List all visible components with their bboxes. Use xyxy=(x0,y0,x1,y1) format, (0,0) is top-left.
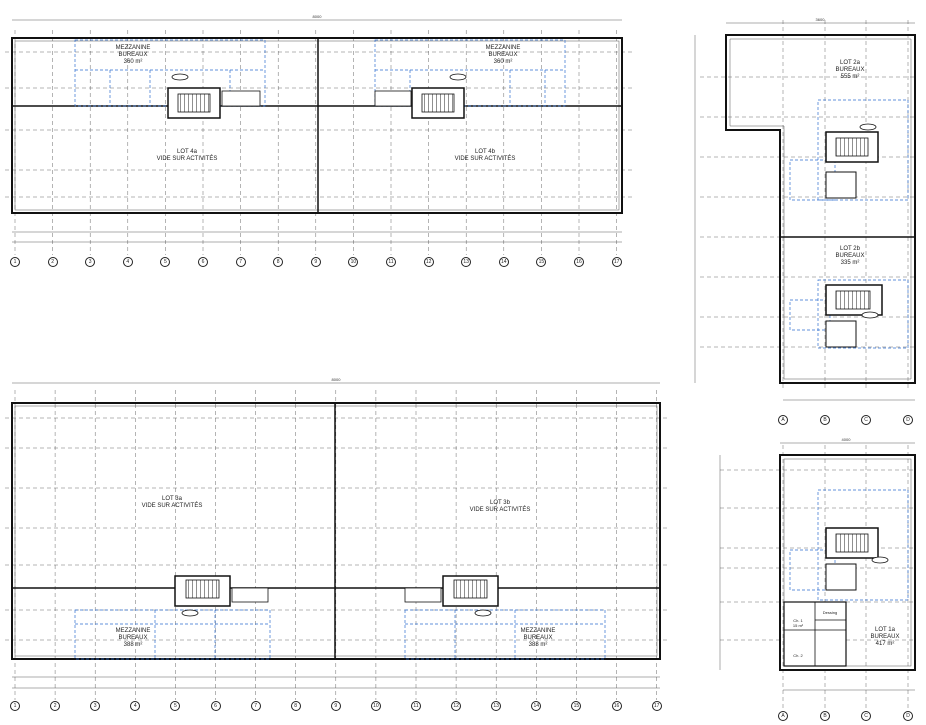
lot2a-label: LOT 2a BUREAUX 555 m² xyxy=(835,60,864,81)
lot3-axis-17: 17 xyxy=(651,701,662,711)
plan-lot1 xyxy=(719,442,916,712)
lot4-axis-7: 7 xyxy=(235,257,246,267)
lot4-mezz-b-sub: BUREAUX xyxy=(488,52,518,58)
lot1-width-dimension: 4000 xyxy=(841,437,851,442)
plan-lot2 xyxy=(694,20,916,401)
lot4-mezz-a-area: 360 m² xyxy=(123,59,143,65)
lot2b-sub: BUREAUX xyxy=(835,253,865,259)
lot4-mezz-a-title: MEZZANINE xyxy=(115,45,151,51)
lot1-axis-C: C xyxy=(861,711,871,721)
lot4-axis-16: 16 xyxy=(574,257,584,267)
lot2-width-dimension: 3600 xyxy=(815,17,825,22)
lot2a-sub: BUREAUX xyxy=(835,67,865,73)
lot3-axis-4: 4 xyxy=(130,701,141,711)
lot3a-sub: VIDE SUR ACTIVITÉS xyxy=(141,503,203,509)
lot3b-title: LOT 3b xyxy=(490,500,510,506)
lot4-axis-3: 3 xyxy=(85,257,96,267)
lot2b-label: LOT 2b BUREAUX 335 m² xyxy=(835,246,864,267)
lot3b-label: LOT 3b VIDE SUR ACTIVITÉS xyxy=(470,500,531,514)
lot1-axis-D: D xyxy=(903,711,913,721)
room-ch1-name: Ch. 1 xyxy=(793,618,803,623)
lot2a-title: LOT 2a xyxy=(840,60,860,66)
lot3-mezz-a-area: 388 m² xyxy=(123,642,143,648)
lot3-axis-7: 7 xyxy=(250,701,261,711)
lot4-mezz-a-sub: BUREAUX xyxy=(118,52,148,58)
lot3-mezz-a-sub: BUREAUX xyxy=(118,635,148,641)
room-dessing-label: Dessing xyxy=(823,610,837,615)
lot3-axis-3: 3 xyxy=(90,701,101,711)
room-ch1-area: 15 m² xyxy=(792,623,804,628)
room-ch1-label: Ch. 1 15 m² xyxy=(793,618,803,628)
lot4b-title: LOT 4b xyxy=(475,149,495,155)
lot3a-label: LOT 3a VIDE SUR ACTIVITÉS xyxy=(142,496,203,510)
lot1a-label: LOT 1a BUREAUX 417 m² xyxy=(870,627,899,648)
lot3-axis-16: 16 xyxy=(611,701,622,711)
lot3-total-dimension: 8000 xyxy=(331,377,341,382)
lot3-axis-6: 6 xyxy=(210,701,221,711)
lot3-axis-11: 11 xyxy=(411,701,421,711)
lot2-axis-A: A xyxy=(778,415,788,425)
lot4-axis-2: 2 xyxy=(47,257,58,267)
lot4-axis-14: 14 xyxy=(498,257,509,267)
lot4-mezz-b-area: 360 m² xyxy=(493,59,513,65)
lot3-axis-8: 8 xyxy=(290,701,301,711)
lot4-axis-4: 4 xyxy=(122,257,133,267)
lot3-axis-9: 9 xyxy=(330,701,341,711)
lot3-axis-10: 10 xyxy=(370,701,381,711)
lot3-mezz-a-title: MEZZANINE xyxy=(115,628,151,634)
lot4-axis-13: 13 xyxy=(461,257,472,267)
lot1-axis-B: B xyxy=(820,711,830,721)
lot3-axis-15: 15 xyxy=(571,701,582,711)
lot4-axis-17: 17 xyxy=(611,257,622,267)
lot4-axis-10: 10 xyxy=(348,257,359,267)
lot4a-label: LOT 4a VIDE SUR ACTIVITÉS xyxy=(157,149,218,163)
lot4-axis-8: 8 xyxy=(273,257,284,267)
lot4-mezz-b-label: MEZZANINE BUREAUX 360 m² xyxy=(486,45,521,66)
lot2-axis-B: B xyxy=(820,415,830,425)
lot4b-sub: VIDE SUR ACTIVITÉS xyxy=(454,156,516,162)
lot1a-title: LOT 1a xyxy=(875,627,895,633)
lot1-axis-A: A xyxy=(778,711,788,721)
lot3b-sub: VIDE SUR ACTIVITÉS xyxy=(469,507,531,513)
lot2b-area: 335 m² xyxy=(840,260,860,266)
plan-lot4 xyxy=(5,19,632,255)
lot3-mezz-b-label: MEZZANINE BUREAUX 388 m² xyxy=(521,628,556,649)
lot4-axis-5: 5 xyxy=(160,257,171,267)
lot3-mezz-a-label: MEZZANINE BUREAUX 388 m² xyxy=(116,628,151,649)
lot1a-area: 417 m² xyxy=(875,641,895,647)
lot4b-label: LOT 4b VIDE SUR ACTIVITÉS xyxy=(455,149,516,163)
lot3-axis-2: 2 xyxy=(50,701,61,711)
room-dessing-name: Dessing xyxy=(822,610,838,615)
lot2-axis-D: D xyxy=(903,415,913,425)
lot4-mezz-a-label: MEZZANINE BUREAUX 360 m² xyxy=(116,45,151,66)
lot4-mezz-b-title: MEZZANINE xyxy=(485,45,521,51)
lot4a-title: LOT 4a xyxy=(177,149,197,155)
plan-lot3 xyxy=(5,382,670,700)
lot3-axis-14: 14 xyxy=(531,701,542,711)
lot2a-area: 555 m² xyxy=(840,74,860,80)
room-ch2-name: Ch. 2 xyxy=(793,653,803,658)
lot4-total-dimension: 8000 xyxy=(312,14,322,19)
lot4a-sub: VIDE SUR ACTIVITÉS xyxy=(156,156,218,162)
lot1a-sub: BUREAUX xyxy=(870,634,900,640)
lot3-axis-13: 13 xyxy=(491,701,502,711)
room-ch2-label: Ch. 2 xyxy=(793,653,803,658)
lot2-axis-C: C xyxy=(861,415,871,425)
lot4-axis-15: 15 xyxy=(536,257,547,267)
lot4-axis-9: 9 xyxy=(310,257,321,267)
lot3-mezz-b-sub: BUREAUX xyxy=(523,635,553,641)
lot3-mezz-b-title: MEZZANINE xyxy=(520,628,556,634)
lot3-axis-12: 12 xyxy=(451,701,462,711)
lot3-mezz-b-area: 388 m² xyxy=(528,642,548,648)
lot4-axis-1: 1 xyxy=(10,257,20,267)
lot4-axis-12: 12 xyxy=(423,257,434,267)
lot3-axis-1: 1 xyxy=(10,701,20,711)
lot4-axis-11: 11 xyxy=(386,257,396,267)
lot3a-title: LOT 3a xyxy=(162,496,182,502)
lot4-axis-6: 6 xyxy=(198,257,208,267)
lot3-axis-5: 5 xyxy=(170,701,181,711)
lot2b-title: LOT 2b xyxy=(840,246,860,252)
